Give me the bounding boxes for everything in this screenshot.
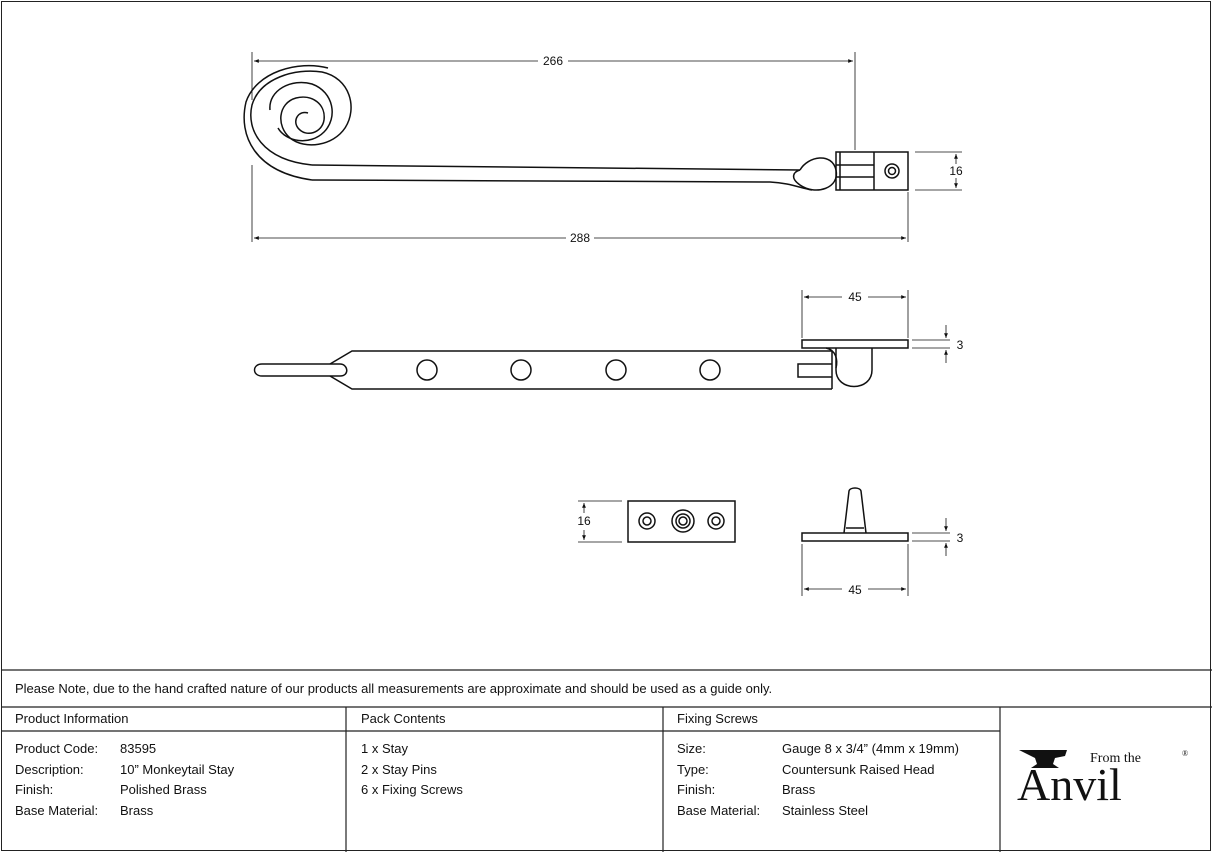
screw-finish-value: Brass [782,782,816,797]
screw-type-label: Type: [677,761,709,777]
product-info-row: Description: 10” Monkeytail Stay [15,760,234,781]
pack-contents-list: 1 x Stay 2 x Stay Pins 6 x Fixing Screws [361,739,463,801]
dim-45-lower [801,544,909,596]
fixing-screws-row: Size: Gauge 8 x 3/4” (4mm x 19mm) [677,739,959,760]
screw-size-label: Size: [677,741,706,756]
dim-3-side-label: 3 [957,338,964,352]
info-table-lines [1,669,1212,852]
product-info-row: Finish: Polished Brass [15,780,234,801]
product-info-row: Product Code: 83595 [15,739,234,760]
dim-288-label: 288 [570,231,590,245]
logo-anvil: Anvil [1017,759,1122,810]
logo-registered-mark: ® [1182,749,1188,758]
base-material-value: Brass [120,802,154,818]
from-the-anvil-logo: From the Anvil ® [1017,749,1188,810]
screw-type-value: Countersunk Raised Head [782,761,935,777]
screw-finish-label: Finish: [677,782,716,797]
fixing-screws-header: Fixing Screws [677,711,758,726]
pack-contents-header: Pack Contents [361,711,446,726]
finish-value: Polished Brass [120,782,207,797]
screw-base-material-value: Stainless Steel [782,802,868,818]
dim-45-side-label: 45 [848,290,862,304]
dim-16-plate-label: 16 [577,514,591,528]
product-info-row: Base Material: Brass [15,801,234,822]
product-info-list: Product Code: 83595 Description: 10” Monke… [15,739,234,821]
product-info-header: Product Information [15,711,129,726]
fixing-screws-row: Base Material: Stainless Steel [677,801,959,822]
finish-label: Finish: [15,782,54,797]
stay-top-view [243,64,909,191]
fixing-screws-list: Size: Gauge 8 x 3/4” (4mm x 19mm) Type: Co… [677,739,959,821]
dim-3-side [912,325,950,363]
dim-16-top [915,151,962,191]
base-material-label: Base Material: [15,802,99,818]
dim-45-side [801,290,909,338]
pack-item: 6 x Fixing Screws [361,782,463,797]
pack-item: 2 x Stay Pins [361,761,437,777]
dim-266 [251,52,856,150]
fixing-screws-row: Finish: Brass [677,780,959,801]
stay-side-view [253,339,909,390]
pin-plate-top-view [627,500,736,543]
pack-item: 1 x Stay [361,741,408,756]
fixing-screws-row: Type: Countersunk Raised Head [677,760,959,781]
screw-base-material-label: Base Material: [677,802,761,818]
product-code-value: 83595 [120,741,157,756]
screw-size-value: Gauge 8 x 3/4” (4mm x 19mm) [782,741,959,756]
measurement-note: Please Note, due to the hand crafted nat… [15,681,773,696]
logo-from-the: From the [1090,751,1141,766]
dim-16-plate [578,500,622,543]
pin-side-view [801,487,909,542]
description-value: 10” Monkeytail Stay [120,761,235,777]
product-code-label: Product Code: [15,741,99,756]
dim-3-lower-label: 3 [957,531,964,545]
anvil-icon [1019,750,1067,768]
dim-266-label: 266 [543,54,563,68]
dim-16-top-label: 16 [949,164,963,178]
dim-45-lower-label: 45 [848,583,862,597]
description-label: Description: [15,761,84,777]
dim-288 [251,165,909,242]
dim-3-lower [912,518,950,556]
